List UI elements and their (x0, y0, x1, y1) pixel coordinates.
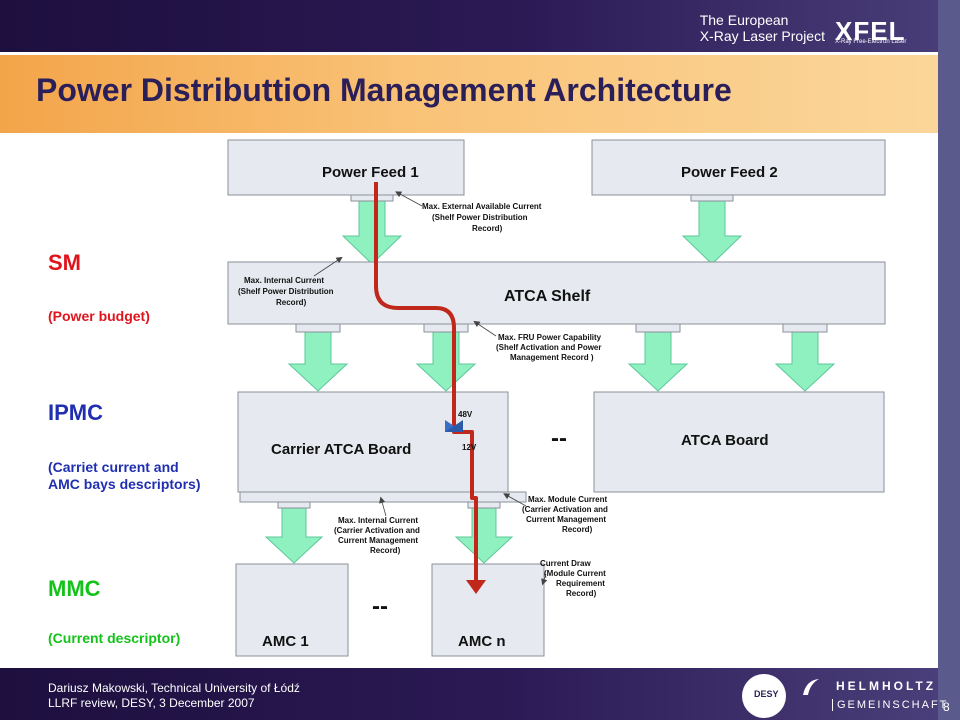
module-current-line-1: Max. Module Current (528, 495, 607, 504)
ext-current-line-2: (Shelf Power Distribution (432, 213, 528, 222)
ellipsis-amcs: -- (372, 593, 388, 620)
current-draw-line-4: Record) (566, 589, 597, 598)
power-feed-2-block (591, 139, 886, 196)
ipmc-description-line-1: (Carriet current and (48, 459, 179, 475)
atca-shelf-block (227, 261, 886, 325)
atca-board-block (593, 391, 885, 493)
carrier-tab-2 (467, 501, 501, 509)
fru-power-line-2: (Shelf Activation and Power (496, 343, 602, 352)
ipmc-heading: IPMC (48, 400, 103, 425)
current-draw-line-1: Current Draw (540, 559, 591, 568)
page-title: Power Distributtion Management Architect… (36, 72, 732, 108)
mmc-description: (Current descriptor) (48, 630, 181, 646)
shelf-tab-2 (423, 323, 469, 333)
annotations: Max. External Available Current (Shelf P… (238, 202, 608, 598)
helmholtz-wordmark: HELMHOLTZ (836, 679, 937, 693)
int-current-shelf-line-2: (Shelf Power Distribution (238, 287, 334, 296)
sm-description: (Power budget) (48, 308, 150, 324)
right-frame (938, 0, 960, 720)
int-current-carrier-line-1: Max. Internal Current (338, 516, 418, 525)
ipmc-description-line-2: AMC bays descriptors) (48, 476, 201, 492)
arrow-feed2-shelf (681, 198, 743, 265)
blocks (227, 139, 886, 657)
xfel-logo: XFEL (835, 16, 906, 46)
xfel-logo-subtitle: X-Ray Free-Electron Laser (835, 39, 907, 45)
desy-logo (742, 674, 786, 718)
pointer-int-carrier (379, 496, 387, 517)
atca-shelf-label: ATCA Shelf (504, 288, 591, 305)
voltage-48v-label: 48V (458, 410, 473, 419)
footer-event: LLRF review, DESY, 3 December 2007 (48, 696, 255, 710)
power-feed-2-label: Power Feed 2 (681, 164, 778, 181)
arrow-shelf-carrier-left (287, 331, 349, 392)
ext-current-line-3: Record) (472, 224, 503, 233)
pointer-module-current (503, 493, 527, 507)
amc1-label: AMC 1 (262, 633, 309, 650)
int-current-shelf-line-3: Record) (276, 298, 307, 307)
ellipsis-boards: -- (551, 425, 567, 452)
shelf-tab-3 (635, 323, 681, 333)
header-bar (0, 0, 960, 52)
arrow-carrier-amcn (454, 506, 514, 564)
power-path-arrowhead (466, 580, 486, 594)
amc1-block (235, 563, 349, 657)
pointer-fru-power (473, 320, 497, 337)
mmc-heading: MMC (48, 576, 101, 601)
project-line-2: X-Ray Laser Project (699, 28, 825, 44)
page-number: 8 (943, 700, 950, 714)
power-feed-1-tab (350, 194, 394, 202)
gemeinschaft-wordmark: GEMEINSCHAFT (832, 699, 948, 711)
footer-credits: Dariusz Makowski, Technical University o… (48, 681, 300, 711)
dc-converter-icon (445, 420, 463, 432)
desy-logo-text: DESY (754, 689, 779, 699)
sm-heading: SM (48, 250, 81, 275)
title-bar (0, 55, 938, 133)
pointer-lines (313, 191, 548, 586)
module-current-line-2: (Carrier Activation and (522, 505, 608, 514)
power-feed-1-block (227, 139, 465, 196)
atca-board-label: ATCA Board (681, 432, 769, 449)
footer-author: Dariusz Makowski, Technical University o… (48, 681, 300, 695)
int-current-carrier-line-2: (Carrier Activation and (334, 526, 420, 535)
carrier-board-label: Carrier ATCA Board (271, 441, 411, 458)
helmholtz-logo-icon (803, 679, 819, 695)
pointer-current-draw (541, 573, 548, 586)
arrow-shelf-atca-left (627, 331, 689, 392)
fru-power-line-1: Max. FRU Power Capability (498, 333, 602, 342)
carrier-board-block (237, 391, 509, 493)
fru-power-line-3: Management Record ) (510, 353, 594, 362)
amcn-block (431, 563, 545, 657)
power-architecture-diagram: Power Feed 1 Power Feed 2 ATCA Shelf Car… (226, 136, 888, 661)
arrow-carrier-amc1 (264, 506, 324, 564)
int-current-carrier-line-3: Current Management (338, 536, 418, 545)
arrow-shelf-atca-right (774, 331, 836, 392)
project-name: The European X-Ray Laser Project (700, 12, 825, 44)
block-labels: Power Feed 1 Power Feed 2 ATCA Shelf Car… (262, 164, 778, 650)
shelf-tab-4 (782, 323, 828, 333)
green-arrows (264, 198, 836, 564)
pointer-int-shelf (313, 256, 343, 277)
power-feed-1-label: Power Feed 1 (322, 164, 419, 181)
arrow-feed1-shelf (341, 198, 403, 265)
power-path-line (374, 182, 478, 580)
carrier-tab-1 (277, 501, 311, 509)
pointer-ext-current (395, 191, 423, 207)
shelf-tab-1 (295, 323, 341, 333)
power-feed-2-tab (690, 194, 734, 202)
amcn-label: AMC n (458, 633, 506, 650)
project-line-1: The European (699, 12, 789, 28)
current-draw-line-3: Requirement (556, 579, 605, 588)
module-current-line-3: Current Management (526, 515, 606, 524)
int-current-shelf-line-1: Max. Internal Current (244, 276, 324, 285)
module-current-line-4: Record) (562, 525, 593, 534)
voltage-12v-label: 12V (462, 443, 477, 452)
arrow-shelf-carrier-right (415, 331, 477, 392)
carrier-board-connector (239, 491, 527, 503)
ext-current-line-1: Max. External Available Current (422, 202, 542, 211)
int-current-carrier-line-4: Record) (370, 546, 401, 555)
current-draw-line-2: (Module Current (544, 569, 606, 578)
